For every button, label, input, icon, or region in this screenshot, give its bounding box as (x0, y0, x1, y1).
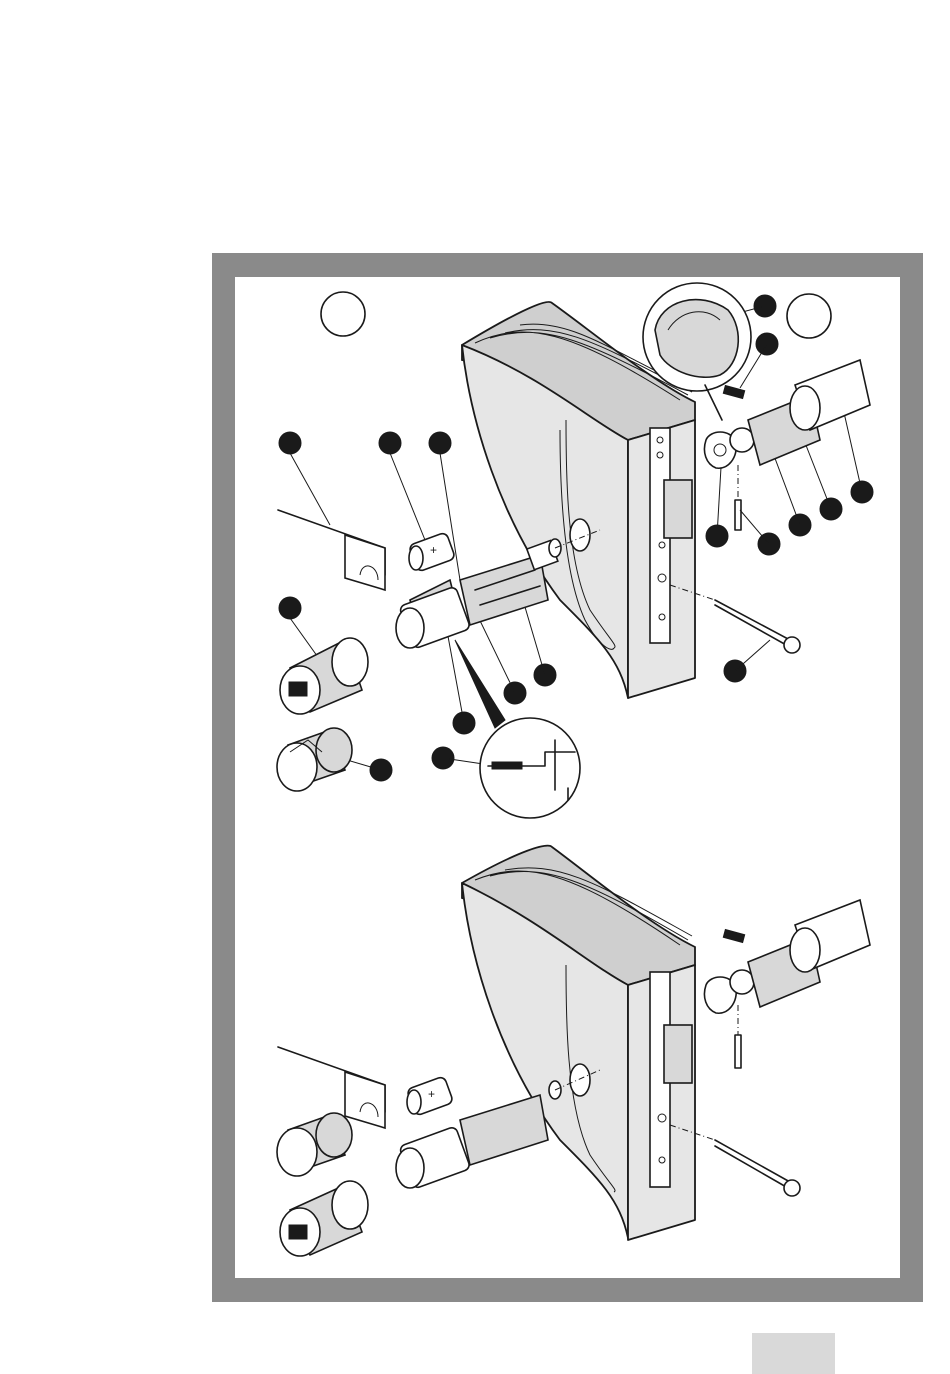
bottom-view: + (277, 846, 870, 1256)
knob-bottom-2 (280, 1181, 368, 1256)
battery-top: + (408, 532, 455, 572)
right-parts-top (704, 360, 870, 530)
knob-bottom-1 (277, 1113, 352, 1176)
svg-text:+: + (430, 543, 437, 557)
knob-top-left-2 (277, 728, 352, 791)
step-marker-b (787, 294, 831, 338)
cover-plate-top (278, 510, 385, 590)
svg-text:+: + (428, 1087, 435, 1101)
step-marker-a (321, 292, 365, 336)
door-bottom (462, 846, 695, 1240)
knob-top-left (280, 638, 368, 714)
top-view: + (277, 283, 873, 818)
right-parts-bottom (704, 900, 870, 1068)
battery-bottom: + (406, 1076, 453, 1116)
